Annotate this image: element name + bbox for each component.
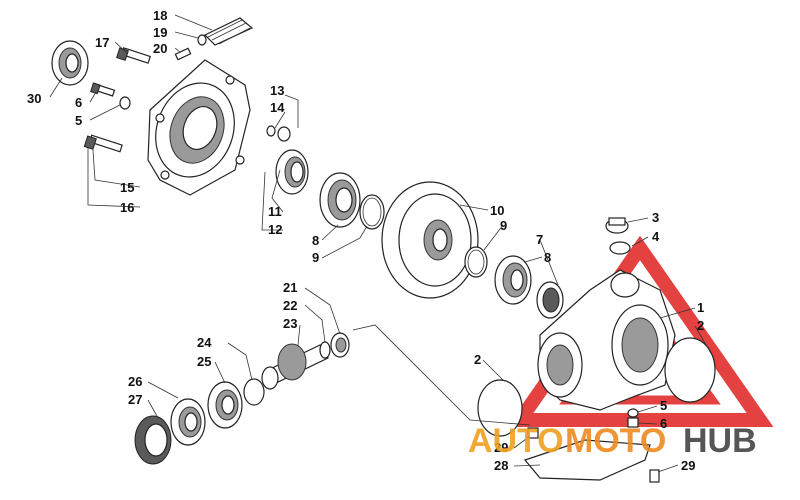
washer-5 bbox=[119, 96, 131, 110]
clip-19 bbox=[197, 34, 207, 46]
skid-plate-28 bbox=[523, 439, 651, 481]
callout-20: 20 bbox=[153, 41, 167, 56]
snap-ring-9-upper bbox=[359, 194, 385, 230]
callout-5-lower: 5 bbox=[660, 398, 667, 413]
bolt-17 bbox=[116, 47, 151, 64]
seal-27 bbox=[134, 415, 172, 465]
callout-2-right: 2 bbox=[697, 318, 704, 333]
housing-cover-15 bbox=[147, 59, 251, 196]
callout-labels: 18 19 20 17 30 6 5 15 16 13 14 11 12 8 9… bbox=[27, 8, 704, 473]
callout-8-upper: 8 bbox=[312, 233, 319, 248]
ring-24 bbox=[243, 378, 265, 406]
bearing-25 bbox=[207, 381, 243, 429]
leader-lines bbox=[49, 14, 713, 473]
bolt-15 bbox=[83, 134, 123, 153]
washer-4 bbox=[609, 241, 631, 255]
callout-23: 23 bbox=[283, 316, 297, 331]
callout-9-lower: 9 bbox=[500, 218, 507, 233]
bearing-8-lower bbox=[494, 255, 532, 305]
callout-16: 16 bbox=[120, 200, 134, 215]
shim-22 bbox=[319, 341, 331, 359]
watermark-word-moto: MOTO bbox=[565, 422, 666, 460]
washer-5-lower bbox=[627, 408, 639, 418]
callout-29-left: 29 bbox=[494, 440, 508, 455]
main-housing-1 bbox=[537, 269, 676, 411]
bolt-6 bbox=[90, 82, 116, 97]
pin-20 bbox=[174, 47, 192, 61]
callout-26: 26 bbox=[128, 374, 142, 389]
callout-14: 14 bbox=[270, 100, 285, 115]
bearing-26 bbox=[170, 398, 206, 446]
callout-4: 4 bbox=[652, 229, 660, 244]
oring-14 bbox=[266, 125, 276, 137]
cap-3 bbox=[605, 217, 629, 234]
seal-11 bbox=[275, 149, 309, 195]
callout-6: 6 bbox=[75, 95, 82, 110]
snap-ring-9-lower bbox=[464, 246, 488, 278]
pinion-shaft-23 bbox=[261, 343, 329, 390]
oring-2-right bbox=[664, 337, 716, 403]
seal-cap-30 bbox=[51, 40, 89, 86]
bolt-29-right bbox=[649, 469, 660, 483]
callout-7: 7 bbox=[536, 232, 543, 247]
callout-18: 18 bbox=[153, 8, 167, 23]
callout-11: 11 bbox=[268, 204, 282, 219]
callout-3: 3 bbox=[652, 210, 659, 225]
callout-19: 19 bbox=[153, 25, 167, 40]
bolt-29-left bbox=[527, 427, 539, 439]
watermark-word-hub: HUB bbox=[683, 422, 757, 460]
callout-28: 28 bbox=[494, 458, 508, 473]
callout-21: 21 bbox=[283, 280, 297, 295]
callout-13: 13 bbox=[270, 83, 284, 98]
seal-7 bbox=[536, 281, 564, 319]
boot-18 bbox=[203, 17, 254, 46]
callout-9-upper: 9 bbox=[312, 250, 319, 265]
callout-1: 1 bbox=[697, 300, 704, 315]
callout-27: 27 bbox=[128, 392, 142, 407]
callout-12: 12 bbox=[268, 222, 282, 237]
bearing-21 bbox=[330, 332, 350, 358]
callout-2-left: 2 bbox=[474, 352, 481, 367]
plug-6-lower bbox=[627, 417, 639, 428]
callout-22: 22 bbox=[283, 298, 297, 313]
callout-30: 30 bbox=[27, 91, 41, 106]
callout-17: 17 bbox=[95, 35, 109, 50]
callout-5: 5 bbox=[75, 113, 82, 128]
callout-6-lower: 6 bbox=[660, 416, 667, 431]
callout-29-right: 29 bbox=[681, 458, 695, 473]
callout-25: 25 bbox=[197, 354, 211, 369]
callout-24: 24 bbox=[197, 335, 212, 350]
watermark-word-auto: AUTO bbox=[468, 422, 564, 460]
oring-2-left bbox=[477, 379, 523, 437]
callout-10: 10 bbox=[490, 203, 504, 218]
watermark-logo: AUTO MOTO HUB bbox=[468, 422, 757, 460]
callout-15: 15 bbox=[120, 180, 134, 195]
callout-8-lower: 8 bbox=[544, 250, 551, 265]
plug-13 bbox=[277, 126, 291, 142]
ring-gear-10 bbox=[381, 181, 479, 299]
bearing-8-upper bbox=[319, 172, 361, 228]
